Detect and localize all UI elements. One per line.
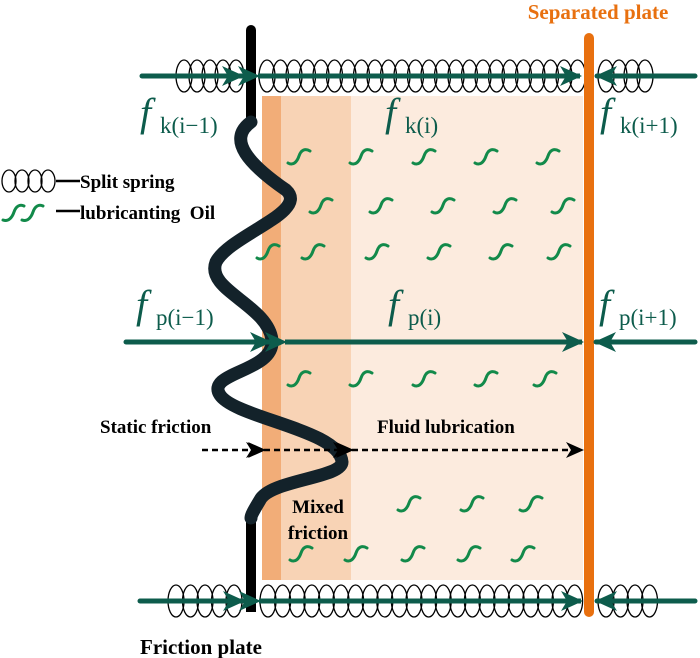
oil-symbol [396,495,422,513]
oil-symbol [368,197,394,215]
svg-text:k(i+1): k(i+1) [620,113,678,138]
svg-text:p(i): p(i) [408,305,441,330]
oil-symbol [343,545,369,563]
friction-surface-curve [208,115,349,525]
force-fp-next: f p(i+1) [599,282,677,330]
oil-symbol [550,197,576,215]
fluid-lubrication-label: Fluid lubrication [377,417,515,438]
svg-text:f: f [136,282,152,327]
oil-symbol [300,243,326,261]
oil-symbol [456,545,482,563]
oil-symbol [308,197,334,215]
oil-symbol [411,148,437,166]
spring-icon [1,169,56,193]
oil-symbol [400,545,426,563]
oil-symbol [535,148,561,166]
spring-coil [27,169,43,193]
oil-symbol [255,243,281,261]
oil-symbol [473,148,499,166]
spring-coil [14,169,30,193]
oil-symbol [488,243,514,261]
force-fp-prev: f p(i−1) [136,282,214,330]
fluid-lubrication-zone [351,96,583,580]
force-fk-next: f k(i+1) [600,90,678,138]
oil-symbol [473,370,499,388]
oil-symbol [286,148,312,166]
oil-symbol [348,370,374,388]
static-friction-label: Static friction [100,417,212,438]
legend-spring-label: Split spring [80,172,175,193]
oil-symbol [348,148,374,166]
oil-symbol [492,197,518,215]
oil-symbol [411,370,437,388]
oil-symbol [364,243,390,261]
svg-text:f: f [140,90,156,135]
mixed-friction-label-1: Mixed [292,497,344,518]
legend: Split spring lubricanting Oil [1,169,215,224]
friction-plate-label: Friction plate [140,635,262,658]
spring-coil [40,169,56,193]
oil-symbol [510,545,536,563]
force-fk-prev: f k(i−1) [140,90,218,138]
oil-symbol [459,495,485,513]
oil-symbol [288,545,314,563]
oil-icon [1,203,45,222]
svg-text:p(i+1): p(i+1) [619,305,677,330]
svg-text:f: f [599,282,615,327]
legend-oil-label: lubricanting Oil [80,203,215,224]
svg-text:k(i): k(i) [405,113,438,138]
svg-text:f: f [600,90,616,135]
oil-symbol [518,495,544,513]
separated-plate-label: Separated plate [528,0,669,24]
oil-symbol [426,243,452,261]
spring-coil [1,169,17,193]
oil-grid [255,148,576,563]
svg-text:p(i−1): p(i−1) [156,305,214,330]
oil-symbol [532,370,558,388]
oil-symbol [430,197,456,215]
svg-text:k(i−1): k(i−1) [160,113,218,138]
oil-symbol [546,243,572,261]
mixed-friction-label-2: friction [288,523,349,544]
oil-symbol [286,370,312,388]
